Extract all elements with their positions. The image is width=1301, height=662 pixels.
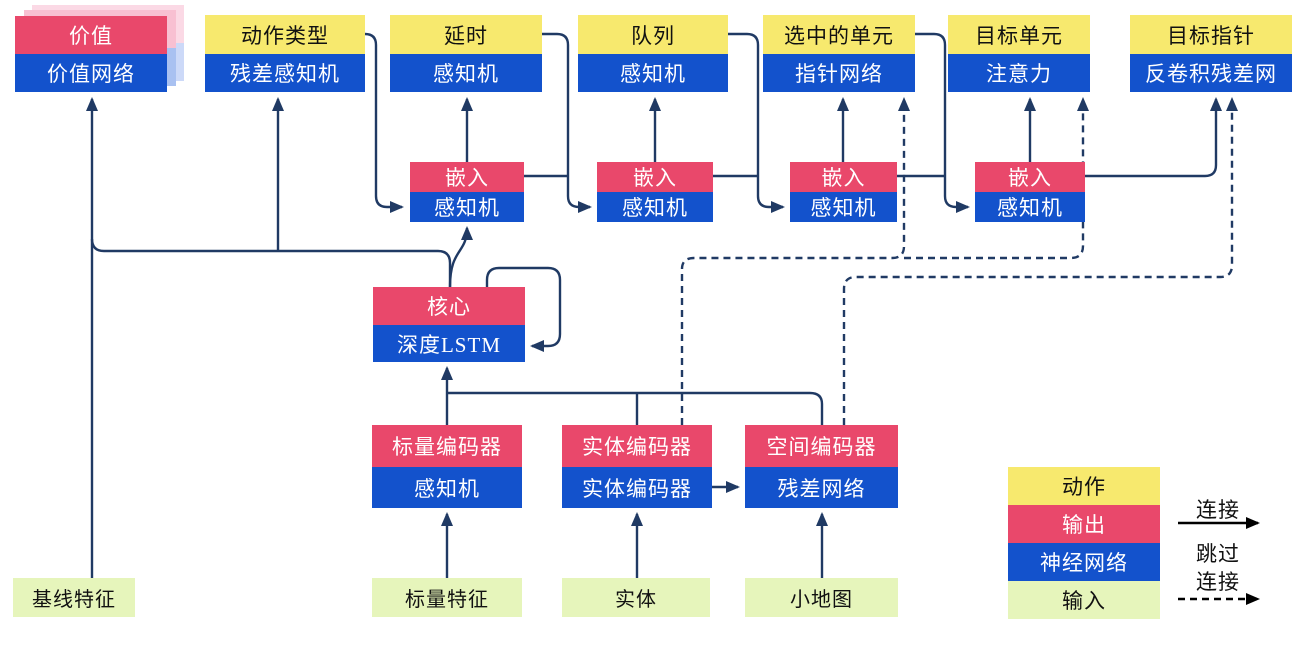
connector-delay-to-embed2 [542,32,592,213]
node-core-body: 深度LSTM [373,325,525,362]
node-selected-units-head: 选中的单元 [763,15,915,54]
node-scalar-encoder-body: 感知机 [372,467,522,508]
node-target-point: 目标指针 反卷积残差网 [1130,15,1292,92]
node-target-unit: 目标单元 注意力 [948,15,1090,92]
node-scalar-encoder: 标量编码器 感知机 [372,425,522,508]
input-baseline-features-label: 基线特征 [13,578,135,617]
legend-skip-label-line2: 连接 [1196,570,1240,594]
node-value-body: 价值网络 [15,54,167,92]
node-core-head: 核心 [373,287,525,325]
node-target-unit-body: 注意力 [948,54,1090,92]
node-value: 价值 价值网络 [15,16,167,92]
node-queue-body: 感知机 [578,54,728,92]
node-entity-encoder-body: 实体编码器 [562,467,712,508]
connector-spatial-merge [447,391,824,425]
node-spatial-encoder-head: 空间编码器 [745,425,898,467]
node-scalar-encoder-head: 标量编码器 [372,425,522,467]
node-queue: 队列 感知机 [578,15,728,92]
connector-core-self-loop [485,266,562,352]
legend-output: 输出 [1008,505,1160,543]
node-target-unit-head: 目标单元 [948,15,1090,54]
input-minimap: 小地图 [745,578,898,617]
node-embed-2-head: 嵌入 [597,162,713,192]
node-embed-2-body: 感知机 [597,192,713,222]
input-scalar-features: 标量特征 [372,578,522,617]
node-embed-1-body: 感知机 [410,192,524,222]
node-embed-3: 嵌入 感知机 [790,162,897,222]
node-action-type-head: 动作类型 [205,15,365,54]
node-target-point-head: 目标指针 [1130,15,1292,54]
node-selected-units-body: 指针网络 [763,54,915,92]
node-embed-3-head: 嵌入 [790,162,897,192]
connector-selected-units-to-embed4 [915,32,970,213]
legend-network: 神经网络 [1008,543,1160,581]
input-entities-label: 实体 [562,578,710,617]
node-delay-body: 感知机 [390,54,542,92]
node-spatial-encoder: 空间编码器 残差网络 [745,425,898,508]
node-action-type: 动作类型 残差感知机 [205,15,365,92]
node-entity-encoder-head: 实体编码器 [562,425,712,467]
node-target-point-body: 反卷积残差网 [1130,54,1292,92]
node-queue-head: 队列 [578,15,728,54]
skip-entity-to-selected-units [680,97,910,425]
skip-entity-to-target-unit [904,97,1089,260]
legend-action: 动作 [1008,467,1160,505]
node-selected-units: 选中的单元 指针网络 [763,15,915,92]
skip-spatial-to-target-point [842,97,1238,425]
node-embed-2: 嵌入 感知机 [597,162,713,222]
node-embed-4: 嵌入 感知机 [975,162,1085,222]
legend-input: 输入 [1008,581,1160,619]
connector-embed4-to-target-point [1085,97,1222,178]
node-embed-4-body: 感知机 [975,192,1085,222]
connector-core-to-embed1 [448,226,473,288]
node-embed-1: 嵌入 感知机 [410,162,524,222]
node-embed-1-head: 嵌入 [410,162,524,192]
connector-queue-to-embed3 [728,32,785,213]
node-delay: 延时 感知机 [390,15,542,92]
input-baseline-features: 基线特征 [13,578,135,617]
node-entity-encoder: 实体编码器 实体编码器 [562,425,712,508]
connector-core-branch-left [90,238,452,287]
input-entities: 实体 [562,578,710,617]
node-embed-4-head: 嵌入 [975,162,1085,192]
node-delay-head: 延时 [390,15,542,54]
node-embed-3-body: 感知机 [790,192,897,222]
connector-action-type-to-embed1 [364,32,404,213]
legend-connection-label: 连接 [1196,498,1240,522]
input-minimap-label: 小地图 [745,578,898,617]
node-core: 核心 深度LSTM [373,287,525,362]
input-scalar-features-label: 标量特征 [372,578,522,617]
legend-skip-label-line1: 跳过 [1196,542,1240,566]
node-spatial-encoder-body: 残差网络 [745,467,898,508]
node-value-head: 价值 [15,16,167,54]
node-action-type-body: 残差感知机 [205,54,365,92]
